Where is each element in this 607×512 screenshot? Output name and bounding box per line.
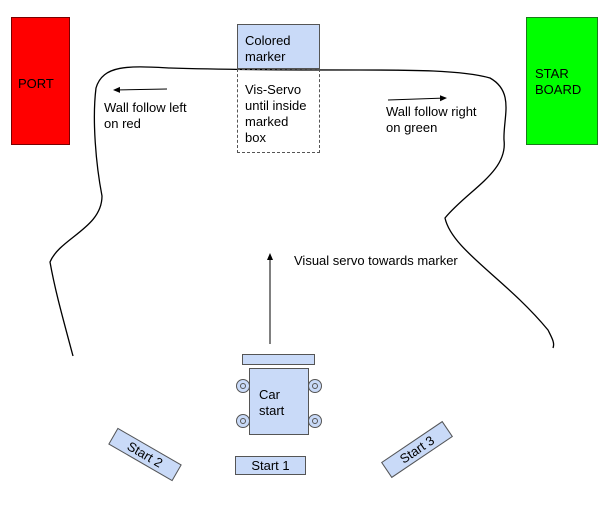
start-1-position: Start 1 [235,456,306,475]
starboard-wall-marker: STAR BOARD [526,17,598,145]
wall-follow-right-arrow [387,95,447,102]
car-wheel-front-left [236,379,250,393]
car-wheel-front-right [308,379,322,393]
car-start-label: Car start [259,387,285,418]
wall-follow-left-arrow [113,86,168,93]
colored-marker-label: Colored marker [245,33,291,64]
car-wheel-rear-right [308,414,322,428]
colored-marker-box: Colored marker [237,24,320,69]
starboard-label: STAR BOARD [535,66,582,97]
start-1-label: Start 1 [251,458,290,473]
car-bumper [242,354,315,365]
visual-servo-label: Visual servo towards marker [294,253,458,268]
wall-follow-left-label: Wall follow left on red [104,100,187,131]
car-wheel-rear-left [236,414,250,428]
course-boundary-line [49,66,555,357]
port-wall-marker: PORT [11,17,70,145]
port-label: PORT [18,76,54,91]
car-start-body: Car start [249,368,309,435]
wall-follow-right-label: Wall follow right on green [386,104,477,135]
vis-servo-label: Vis-Servo until inside marked box [245,82,307,145]
vis-servo-target-box: Vis-Servo until inside marked box [237,69,320,153]
